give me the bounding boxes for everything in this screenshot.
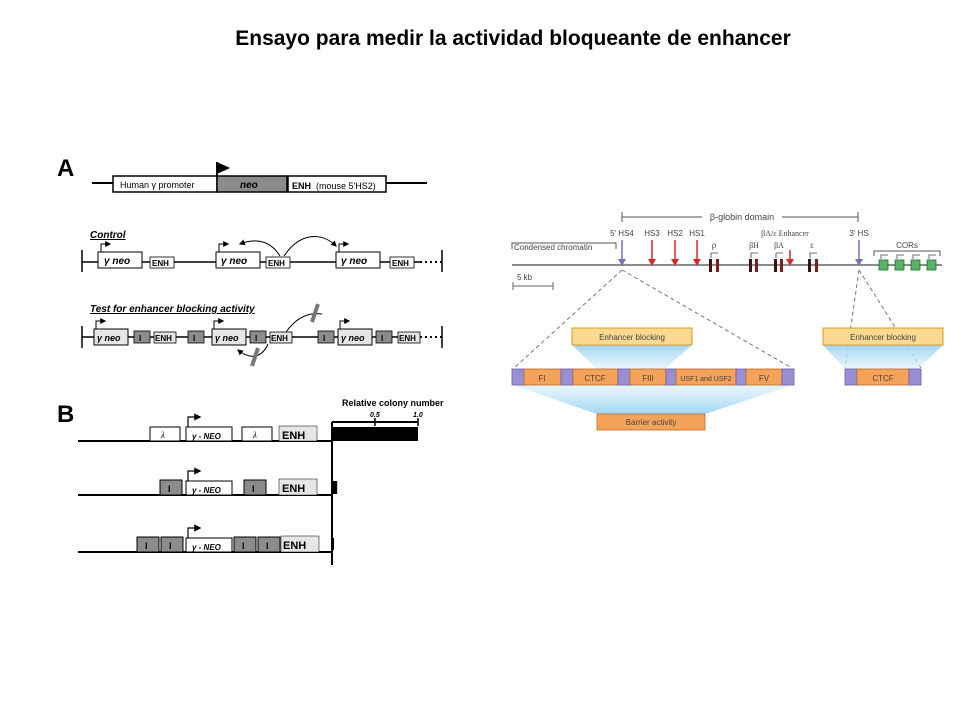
control-enh-3: ENH bbox=[392, 259, 409, 268]
gene-label-epsilon: ε bbox=[810, 240, 814, 250]
row-1-lambda-1: λ bbox=[160, 430, 165, 440]
panel-a-label: A bbox=[57, 155, 74, 182]
test-insulator-2: I bbox=[193, 334, 195, 343]
tick-label-0: 0.5 bbox=[370, 412, 380, 419]
barrier-label: Barrier activity bbox=[626, 418, 677, 427]
bar-3 bbox=[332, 538, 334, 550]
panel-a: A Human γ promoter neo ENH (mouse 5'HS2)… bbox=[57, 155, 443, 367]
enhancer-blocking-right: Enhancer blocking bbox=[850, 333, 916, 342]
row-2-insulator-2: I bbox=[252, 484, 255, 494]
element-fv: FV bbox=[759, 374, 770, 383]
element-ctcf: CTCF bbox=[584, 374, 605, 383]
element-ctcf-right: CTCF bbox=[872, 374, 893, 383]
test-insulator-1: I bbox=[139, 334, 141, 343]
test-insulator-3: I bbox=[255, 334, 257, 343]
construct-diagram: Human γ promoter neo ENH (mouse 5'HS2) bbox=[92, 162, 427, 193]
control-gene-2: γ neo bbox=[221, 256, 247, 267]
gene-label-bh: βH bbox=[749, 241, 759, 250]
test-gene-2: γ neo bbox=[215, 333, 239, 343]
hs-label-3: HS1 bbox=[689, 229, 705, 238]
row-1-enh: ENH bbox=[282, 430, 305, 442]
row-3-gene: γ - NEO bbox=[192, 543, 222, 552]
cor-genes bbox=[878, 254, 937, 271]
block-bar-1 bbox=[310, 303, 320, 323]
row-3-construct: I I γ - NEO I I ENH bbox=[78, 524, 332, 553]
row-1-lambda-2: λ bbox=[252, 430, 257, 440]
gene-label-enhancer: βA/ε Enhancer bbox=[761, 229, 809, 238]
element-fiii: FIII bbox=[642, 374, 654, 383]
test-gene-3: γ neo bbox=[341, 333, 365, 343]
enh-note: (mouse 5'HS2) bbox=[316, 181, 376, 191]
enh-label: ENH bbox=[292, 181, 311, 191]
test-label: Test for enhancer blocking activity bbox=[90, 304, 255, 315]
element-fi: FI bbox=[538, 374, 545, 383]
hs4-element-bar: FI CTCF FIII USF1 and USF2 FV bbox=[511, 368, 795, 386]
row-3-enh: ENH bbox=[283, 540, 306, 552]
hs-label-1: HS3 bbox=[644, 229, 660, 238]
hs-label-2: HS2 bbox=[667, 229, 683, 238]
bars bbox=[332, 427, 418, 550]
enhancer-blocking-left: Enhancer blocking bbox=[599, 333, 665, 342]
test-construct: Test for enhancer blocking activity γ ne… bbox=[81, 303, 443, 367]
row-2-enh: ENH bbox=[282, 483, 305, 495]
scale-label: 5 kb bbox=[517, 273, 533, 282]
block-bar-2 bbox=[250, 347, 260, 367]
row-2-insulator-1: I bbox=[168, 484, 171, 494]
control-gene-1: γ neo bbox=[104, 256, 130, 267]
gene-label-ba: βA bbox=[774, 241, 784, 250]
gene-label-rho: ρ bbox=[712, 240, 717, 250]
transcription-start-arrow bbox=[217, 162, 230, 174]
row-2-construct: I γ - NEO I ENH bbox=[78, 467, 332, 496]
control-gene-3: γ neo bbox=[341, 256, 367, 267]
hs-label-4: 3' HS bbox=[849, 229, 868, 238]
control-enh-1: ENH bbox=[152, 259, 169, 268]
test-enh-2: ENH bbox=[271, 334, 288, 343]
tick-label-1: 1.0 bbox=[413, 412, 423, 419]
control-construct: Control γ neo ENH γ neo ENH γ neo ENH bbox=[81, 230, 443, 272]
test-insulator-5: I bbox=[381, 334, 383, 343]
globin-panel: β-globin domain Condensed chromatin CORs… bbox=[511, 210, 944, 431]
test-gene-1: γ neo bbox=[97, 333, 121, 343]
promoter-label: Human γ promoter bbox=[120, 180, 195, 190]
hs4-arrow bbox=[618, 259, 626, 266]
hs1-arrow bbox=[693, 259, 701, 266]
condensed-label: Condensed chromatin bbox=[514, 243, 592, 252]
cors-label: CORs bbox=[896, 241, 918, 250]
panel-b: B Relative colony number 0.5 1.0 λ γ - N… bbox=[57, 398, 444, 565]
enh-box bbox=[287, 175, 387, 193]
row-3-insulator-4: I bbox=[266, 541, 269, 551]
enhancer-arrow bbox=[786, 259, 794, 266]
hs-label-0: 5' HS4 bbox=[610, 229, 634, 238]
neo-gene-label: neo bbox=[240, 180, 258, 191]
bar-1 bbox=[332, 427, 418, 441]
domain-label: β-globin domain bbox=[710, 212, 774, 222]
test-insulator-4: I bbox=[323, 334, 325, 343]
control-label: Control bbox=[90, 230, 126, 241]
row-1-gene: γ - NEO bbox=[192, 432, 222, 441]
3hs-element-bar: CTCF bbox=[844, 368, 922, 386]
panel-b-label: B bbox=[57, 401, 74, 428]
control-enh-2: ENH bbox=[268, 259, 285, 268]
row-3-insulator-3: I bbox=[242, 541, 245, 551]
axis-title: Relative colony number bbox=[342, 398, 444, 408]
slide-title: Ensayo para medir la actividad bloqueant… bbox=[235, 27, 791, 50]
test-enh-1: ENH bbox=[155, 334, 172, 343]
test-enh-3: ENH bbox=[399, 334, 416, 343]
element-usf: USF1 and USF2 bbox=[680, 376, 731, 383]
neo-gene-box bbox=[216, 175, 288, 193]
hs3-arrow bbox=[648, 259, 656, 266]
row-1-construct: λ γ - NEO λ ENH bbox=[78, 413, 332, 442]
bar-2 bbox=[332, 481, 338, 494]
3hs-arrow bbox=[855, 259, 863, 266]
row-3-insulator-1: I bbox=[145, 541, 148, 551]
row-2-gene: γ - NEO bbox=[192, 486, 222, 495]
row-3-insulator-2: I bbox=[169, 541, 172, 551]
hs2-arrow bbox=[671, 259, 679, 266]
globin-genes bbox=[709, 252, 818, 272]
